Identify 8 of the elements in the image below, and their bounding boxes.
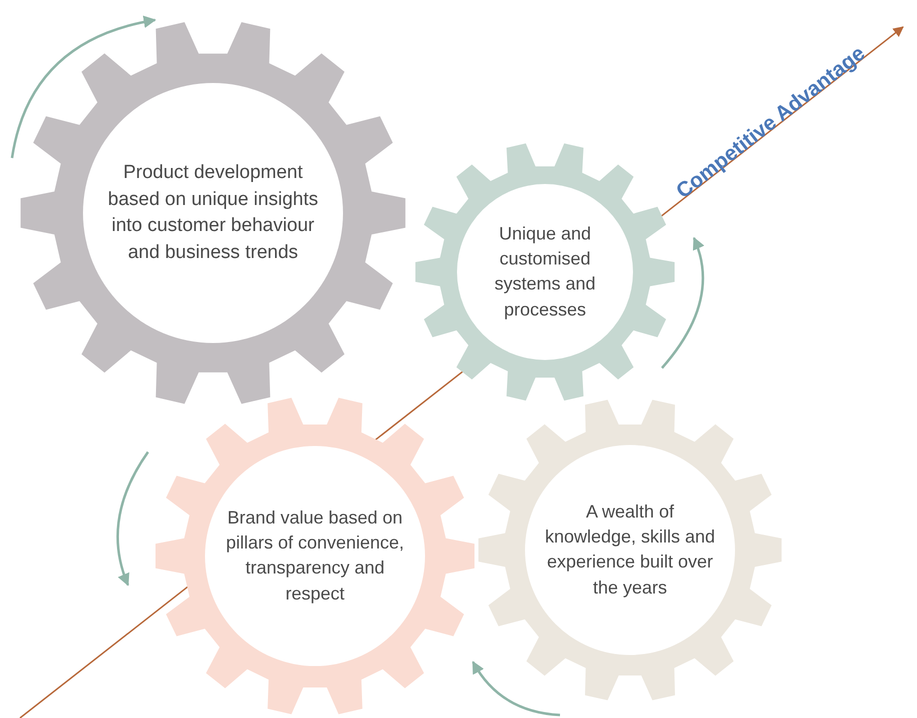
gear-text: Unique and customised systems and processes [493,222,597,322]
gear [155,396,475,716]
gear-text: Brand value based on pillars of convenience, transparency and respect [225,506,405,606]
gear [478,398,782,702]
gear [415,142,675,402]
gear-text: A wealth of knowledge, skills and experience built over the years [544,500,716,600]
gear-text: Product development based on unique insights into customer behaviour and business trends [106,160,320,265]
gear [20,20,406,406]
